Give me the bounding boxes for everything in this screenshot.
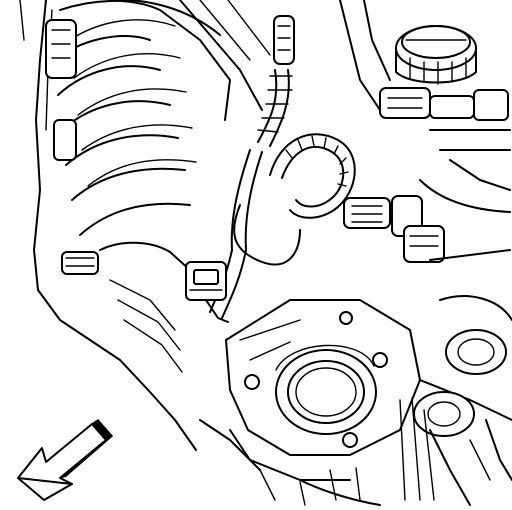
electrical-connector xyxy=(185,195,445,323)
direction-arrow-icon xyxy=(17,419,114,501)
coolant-reservoir-cap xyxy=(339,0,477,111)
fuel-rail-bracket xyxy=(45,19,99,275)
accessory-drive xyxy=(299,87,512,506)
wiring-harness xyxy=(209,15,356,319)
intake-manifold xyxy=(54,0,271,373)
throttle-body xyxy=(199,299,421,506)
